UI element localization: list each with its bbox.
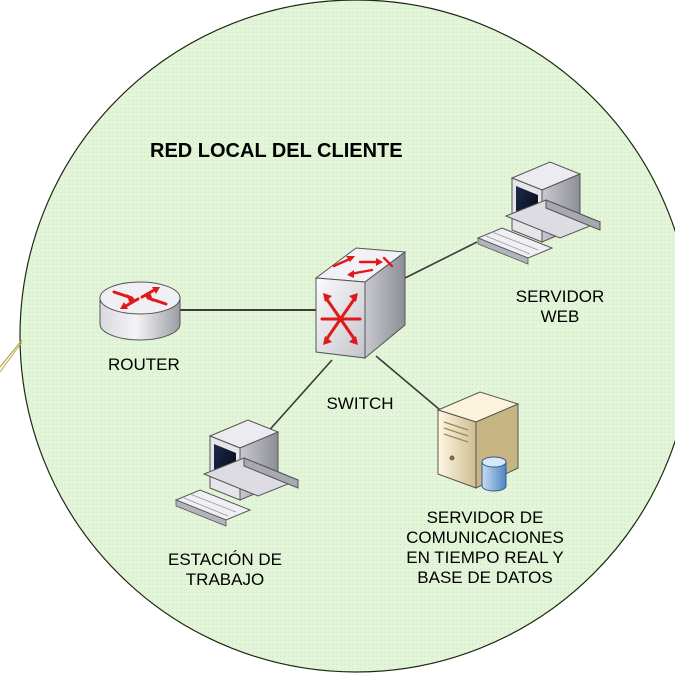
link-switch-web-server — [404, 241, 478, 279]
workstation-label-line-2: TRABAJO — [185, 570, 265, 589]
comm-server-label-line-3: EN TIEMPO REAL Y — [406, 548, 564, 567]
workstation-label-line-1: ESTACIÓN DE — [168, 550, 282, 569]
link-switch-comm-server — [375, 355, 447, 416]
web-server-label: SERVIDOR WEB — [490, 287, 630, 327]
workstation-icon — [476, 161, 602, 265]
switch-label: SWITCH — [326, 394, 394, 413]
switch-icon — [314, 247, 407, 360]
network-title: RED LOCAL DEL CLIENTE — [150, 140, 403, 162]
callout-pointer — [0, 339, 23, 373]
web-server-label-line-1: SERVIDOR — [515, 287, 605, 306]
link-switch-workstation — [264, 359, 333, 436]
comm-server-label: SERVIDOR DE COMUNICACIONES EN TIEMPO REA… — [380, 508, 590, 588]
router-label: ROUTER — [108, 355, 180, 374]
comm-server-label-line-4: BASE DE DATOS — [417, 568, 553, 587]
connection-links — [180, 241, 478, 436]
comm-server-label-line-2: COMUNICACIONES — [406, 528, 564, 547]
workstation-label: ESTACIÓN DE TRABAJO — [150, 550, 300, 590]
web-server-label-line-2: WEB — [540, 307, 580, 326]
router-icon — [99, 281, 181, 341]
workstation-icon — [174, 419, 300, 527]
comm-server-label-line-1: SERVIDOR DE — [426, 508, 544, 527]
server-database-icon — [436, 391, 520, 492]
